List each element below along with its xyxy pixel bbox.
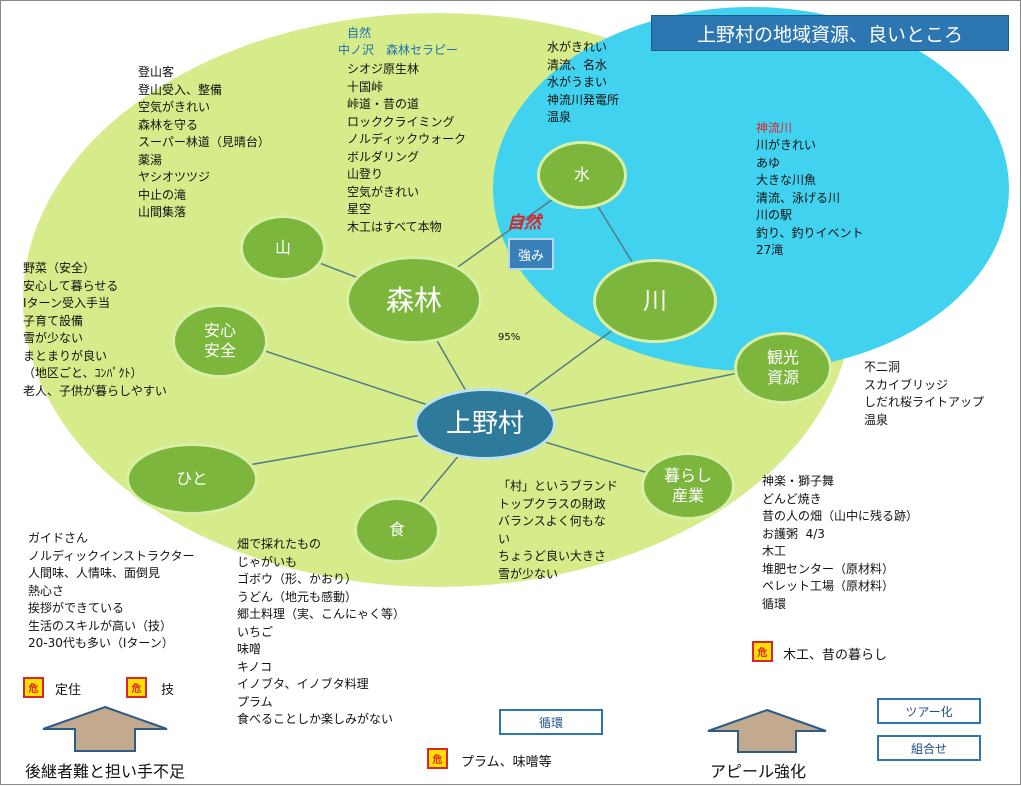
- river-list: 川がきれい あゆ 大きな川魚 清流、泳げる川 川の駅 釣り、釣りイベント 27滝: [756, 138, 864, 257]
- nature-label: 自然: [507, 213, 541, 233]
- mountain-list: 登山客 登山受入、整備 空気がきれい 森林を守る スーパー林道（見晴台） 薬湯 …: [138, 65, 270, 219]
- life-list: 神楽・獅子舞 どんど焼き 昔の人の畑（山中に残る跡） お護粥 4/3 木工 堆肥…: [762, 474, 919, 611]
- node-mountain: 山: [240, 215, 326, 281]
- node-center-uenomura: 上野村: [414, 388, 556, 460]
- danger-label-plum: プラム、味噌等: [461, 755, 552, 770]
- danger-mark-plum: 危: [427, 748, 448, 769]
- safety-list: 野菜（安全） 安心して暮らせる Iターン受入手当 子育て設備 雪が少ない まとま…: [23, 261, 167, 398]
- food-list: 畑で採れたもの じゃがいも ゴボウ（形、かおり） うどん（地元も感動） 郷土料理…: [237, 537, 406, 726]
- node-life: 暮らし 産業: [641, 452, 735, 520]
- page-title: 上野村の地域資源、良いところ: [651, 15, 1009, 51]
- appeal-caption: アピール強化: [710, 762, 807, 781]
- danger-label-skill: 技: [161, 683, 175, 698]
- center-list: 「村」というブランド トップクラスの財政 バランスよく何もな い ちょうど良い大…: [498, 479, 618, 581]
- successor-caption: 後継者難と担い手不足: [25, 762, 186, 781]
- cycle-box: 循環: [499, 709, 603, 735]
- tour-box: ツアー化: [877, 698, 981, 724]
- combine-box: 組合せ: [877, 735, 981, 761]
- node-safety: 安心 安全: [172, 304, 268, 378]
- forest-percent: 95%: [498, 332, 521, 343]
- tourism-list: 不二洞 スカイブリッジ しだれ桜ライトアップ 温泉: [864, 360, 985, 427]
- danger-label-settle: 定住: [55, 683, 82, 698]
- node-river: 川: [593, 259, 717, 343]
- forest-header-therapy: 中ノ沢 森林セラピー: [338, 43, 459, 57]
- node-food: 食: [354, 497, 440, 563]
- strength-box: 強み: [508, 238, 554, 270]
- river-header: 神流川: [756, 121, 793, 135]
- forest-header-nature: 自然: [347, 26, 372, 40]
- node-people: ひと: [126, 443, 258, 515]
- forest-list: シオジ原生林 十国峠 峠道・昔の道 ロッククライミング ノルディックウォーク ボ…: [347, 62, 467, 234]
- up-arrow-icon: [42, 705, 168, 752]
- danger-label-woodwork: 木工、昔の暮らし: [783, 648, 888, 663]
- node-water: 水: [537, 141, 627, 209]
- danger-mark-woodwork: 危: [752, 641, 773, 662]
- node-tourism: 観光 資源: [734, 332, 832, 404]
- people-list: ガイドさん ノルディックインストラクター 人間味、人情味、面倒見 熱心さ 挨拶が…: [28, 531, 195, 650]
- up-arrow-icon: [707, 708, 827, 753]
- danger-mark-settle: 危: [23, 677, 44, 698]
- water-list: 水がきれい 清流、名水 水がうまい 神流川発電所 温泉: [547, 40, 620, 124]
- node-forest: 森林: [346, 256, 482, 344]
- danger-mark-skill: 危: [126, 677, 147, 698]
